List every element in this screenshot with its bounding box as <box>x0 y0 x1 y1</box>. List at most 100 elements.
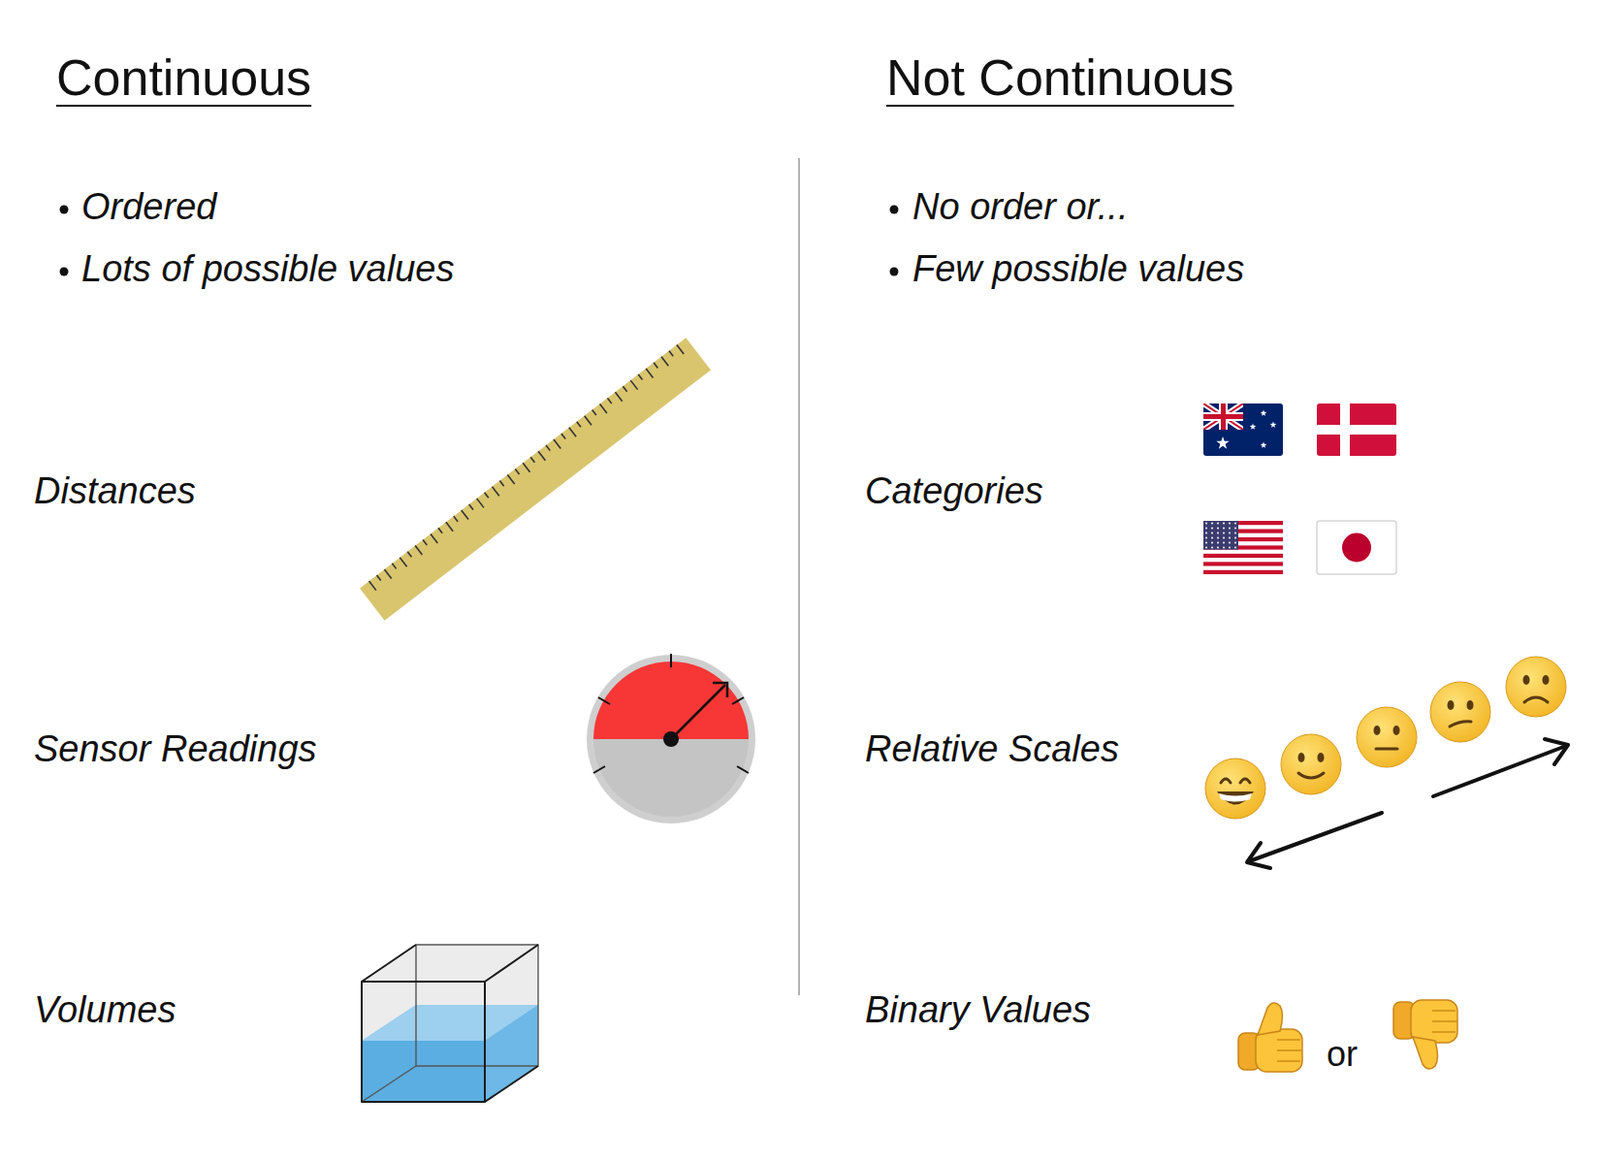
flag-australia-part <box>1260 442 1268 448</box>
bullet-text: No order or... <box>912 185 1128 230</box>
volume-cube-icon-part-part <box>361 944 416 982</box>
smiley-scale-part <box>1205 758 1266 819</box>
ruler-icon-part-part <box>522 462 530 473</box>
flag-usa-part-part <box>1203 570 1283 575</box>
flag-usa-part-part <box>1203 561 1283 566</box>
flag-australia-part-part <box>1203 403 1244 430</box>
ruler-icon-part-part <box>645 368 653 379</box>
flag-australia <box>1203 403 1283 456</box>
flag-australia-part-part <box>1203 403 1244 430</box>
volume-cube-icon-part-part <box>416 944 539 1066</box>
gauge-icon-part <box>671 684 726 739</box>
ruler-icon-part-part <box>676 345 684 355</box>
scale-arrows-part <box>1248 812 1382 862</box>
bullet-text: Few possible values <box>912 247 1245 292</box>
flag-australia-part <box>1260 410 1268 416</box>
smiley-scale-part-part <box>1449 721 1472 727</box>
ruler-icon-part-part <box>415 545 422 556</box>
gauge-icon-part <box>663 731 679 747</box>
gauge-icon <box>586 653 756 824</box>
smiley-scale-part-part <box>1523 674 1531 685</box>
volume-cube-icon-part <box>361 1040 485 1102</box>
smiley-scale-part-part <box>1447 700 1455 710</box>
ruler-icon-part-part <box>422 539 427 545</box>
ruler-icon-part-part <box>669 351 673 357</box>
ruler-icon-part-part <box>376 575 381 581</box>
ruler-icon-part-part <box>553 439 561 449</box>
ruler-icon-part-part <box>653 362 658 369</box>
ruler-icon-part-part <box>661 356 669 367</box>
ruler-icon-part-part <box>399 557 407 568</box>
flag-australia-part-part <box>1203 414 1244 419</box>
gauge-icon-part <box>593 661 749 739</box>
ruler-icon-part-part <box>430 533 438 544</box>
volume-cube-icon-part <box>361 944 539 1102</box>
volume-cube-icon <box>361 944 539 1102</box>
ruler-icon-part-part <box>369 580 377 591</box>
flag-japan-part <box>1342 533 1372 563</box>
ruler-icon <box>359 337 711 620</box>
ruler-icon-part-part <box>530 456 535 463</box>
flag-australia-part <box>1203 403 1244 430</box>
smiley-scale-part <box>1280 734 1342 795</box>
thumbs-up-icon-part <box>1238 1002 1303 1072</box>
ruler-icon-part-part <box>491 486 499 497</box>
row-label: Categories <box>864 469 1044 514</box>
gauge-icon-part-part <box>593 766 606 773</box>
ruler-icon-part-part <box>545 445 550 451</box>
gauge-icon-part-part <box>736 766 749 773</box>
bullet-dots-part <box>60 205 69 215</box>
smiley-scale-part-part <box>1542 674 1550 685</box>
column-heading: Continuous <box>56 47 312 108</box>
row-label: Distances <box>33 469 196 514</box>
ruler-icon-part-part <box>576 421 581 428</box>
ruler-icon-part-part <box>622 385 627 392</box>
ruler-icon-part-part <box>461 510 469 520</box>
ruler-icon-part-part <box>614 391 622 402</box>
ruler-icon-part-part <box>469 504 474 511</box>
volume-cube-icon-part <box>361 944 539 1102</box>
smiley-scale-part-part <box>1216 791 1254 805</box>
ruler-icon-part-part <box>499 480 504 487</box>
smiley-scale-part-part <box>1218 793 1252 802</box>
flag-usa-part <box>1203 520 1283 575</box>
flag-australia-part <box>1216 436 1229 449</box>
thumbs-down-icon <box>1393 999 1458 1069</box>
scale-arrows-part <box>1544 738 1568 765</box>
smiley-scale-part-part <box>1524 697 1548 703</box>
flag-usa-part <box>1203 520 1239 550</box>
flag-usa <box>1203 520 1283 575</box>
bullet-text: Ordered <box>81 185 217 230</box>
flag-australia-part-part <box>1203 403 1244 430</box>
ruler-icon-part-part <box>592 410 597 416</box>
ruler-icon-part-part <box>600 403 608 414</box>
flag-australia-part <box>1270 421 1278 428</box>
ruler-icon-part-part <box>446 521 453 532</box>
ruler-icon-part-part <box>514 468 519 475</box>
scale-arrows-part <box>1433 745 1567 797</box>
smiley-scale-part <box>1430 681 1491 742</box>
volume-cube-icon-part <box>361 1004 539 1102</box>
smiley-scale-part-part <box>1298 772 1324 778</box>
smiley-scale <box>1205 656 1567 819</box>
row-label: Sensor Readings <box>33 727 318 772</box>
scale-arrows <box>1247 738 1568 868</box>
row-label: Volumes <box>33 988 176 1033</box>
smiley-scale-part-part <box>1430 681 1491 742</box>
ruler-icon-part-part <box>584 416 592 426</box>
column-heading: Not Continuous <box>886 47 1234 108</box>
smiley-scale-part-part <box>1376 747 1398 751</box>
flag-denmark-part <box>1316 403 1397 456</box>
flag-australia-part <box>1203 403 1283 456</box>
gauge-icon-part-part <box>670 653 672 668</box>
gauge-icon-part-part <box>598 697 610 704</box>
ruler-icon-part <box>359 337 711 620</box>
volume-cube-icon-part-part <box>361 981 485 1102</box>
ruler-icon-part-part <box>384 569 391 579</box>
bullet-dots-part <box>60 267 69 277</box>
smiley-scale-part-part <box>1298 752 1306 763</box>
ruler-icon-part-part <box>453 515 458 522</box>
flag-japan-part <box>1316 520 1397 575</box>
gauge-icon-part <box>593 661 749 817</box>
